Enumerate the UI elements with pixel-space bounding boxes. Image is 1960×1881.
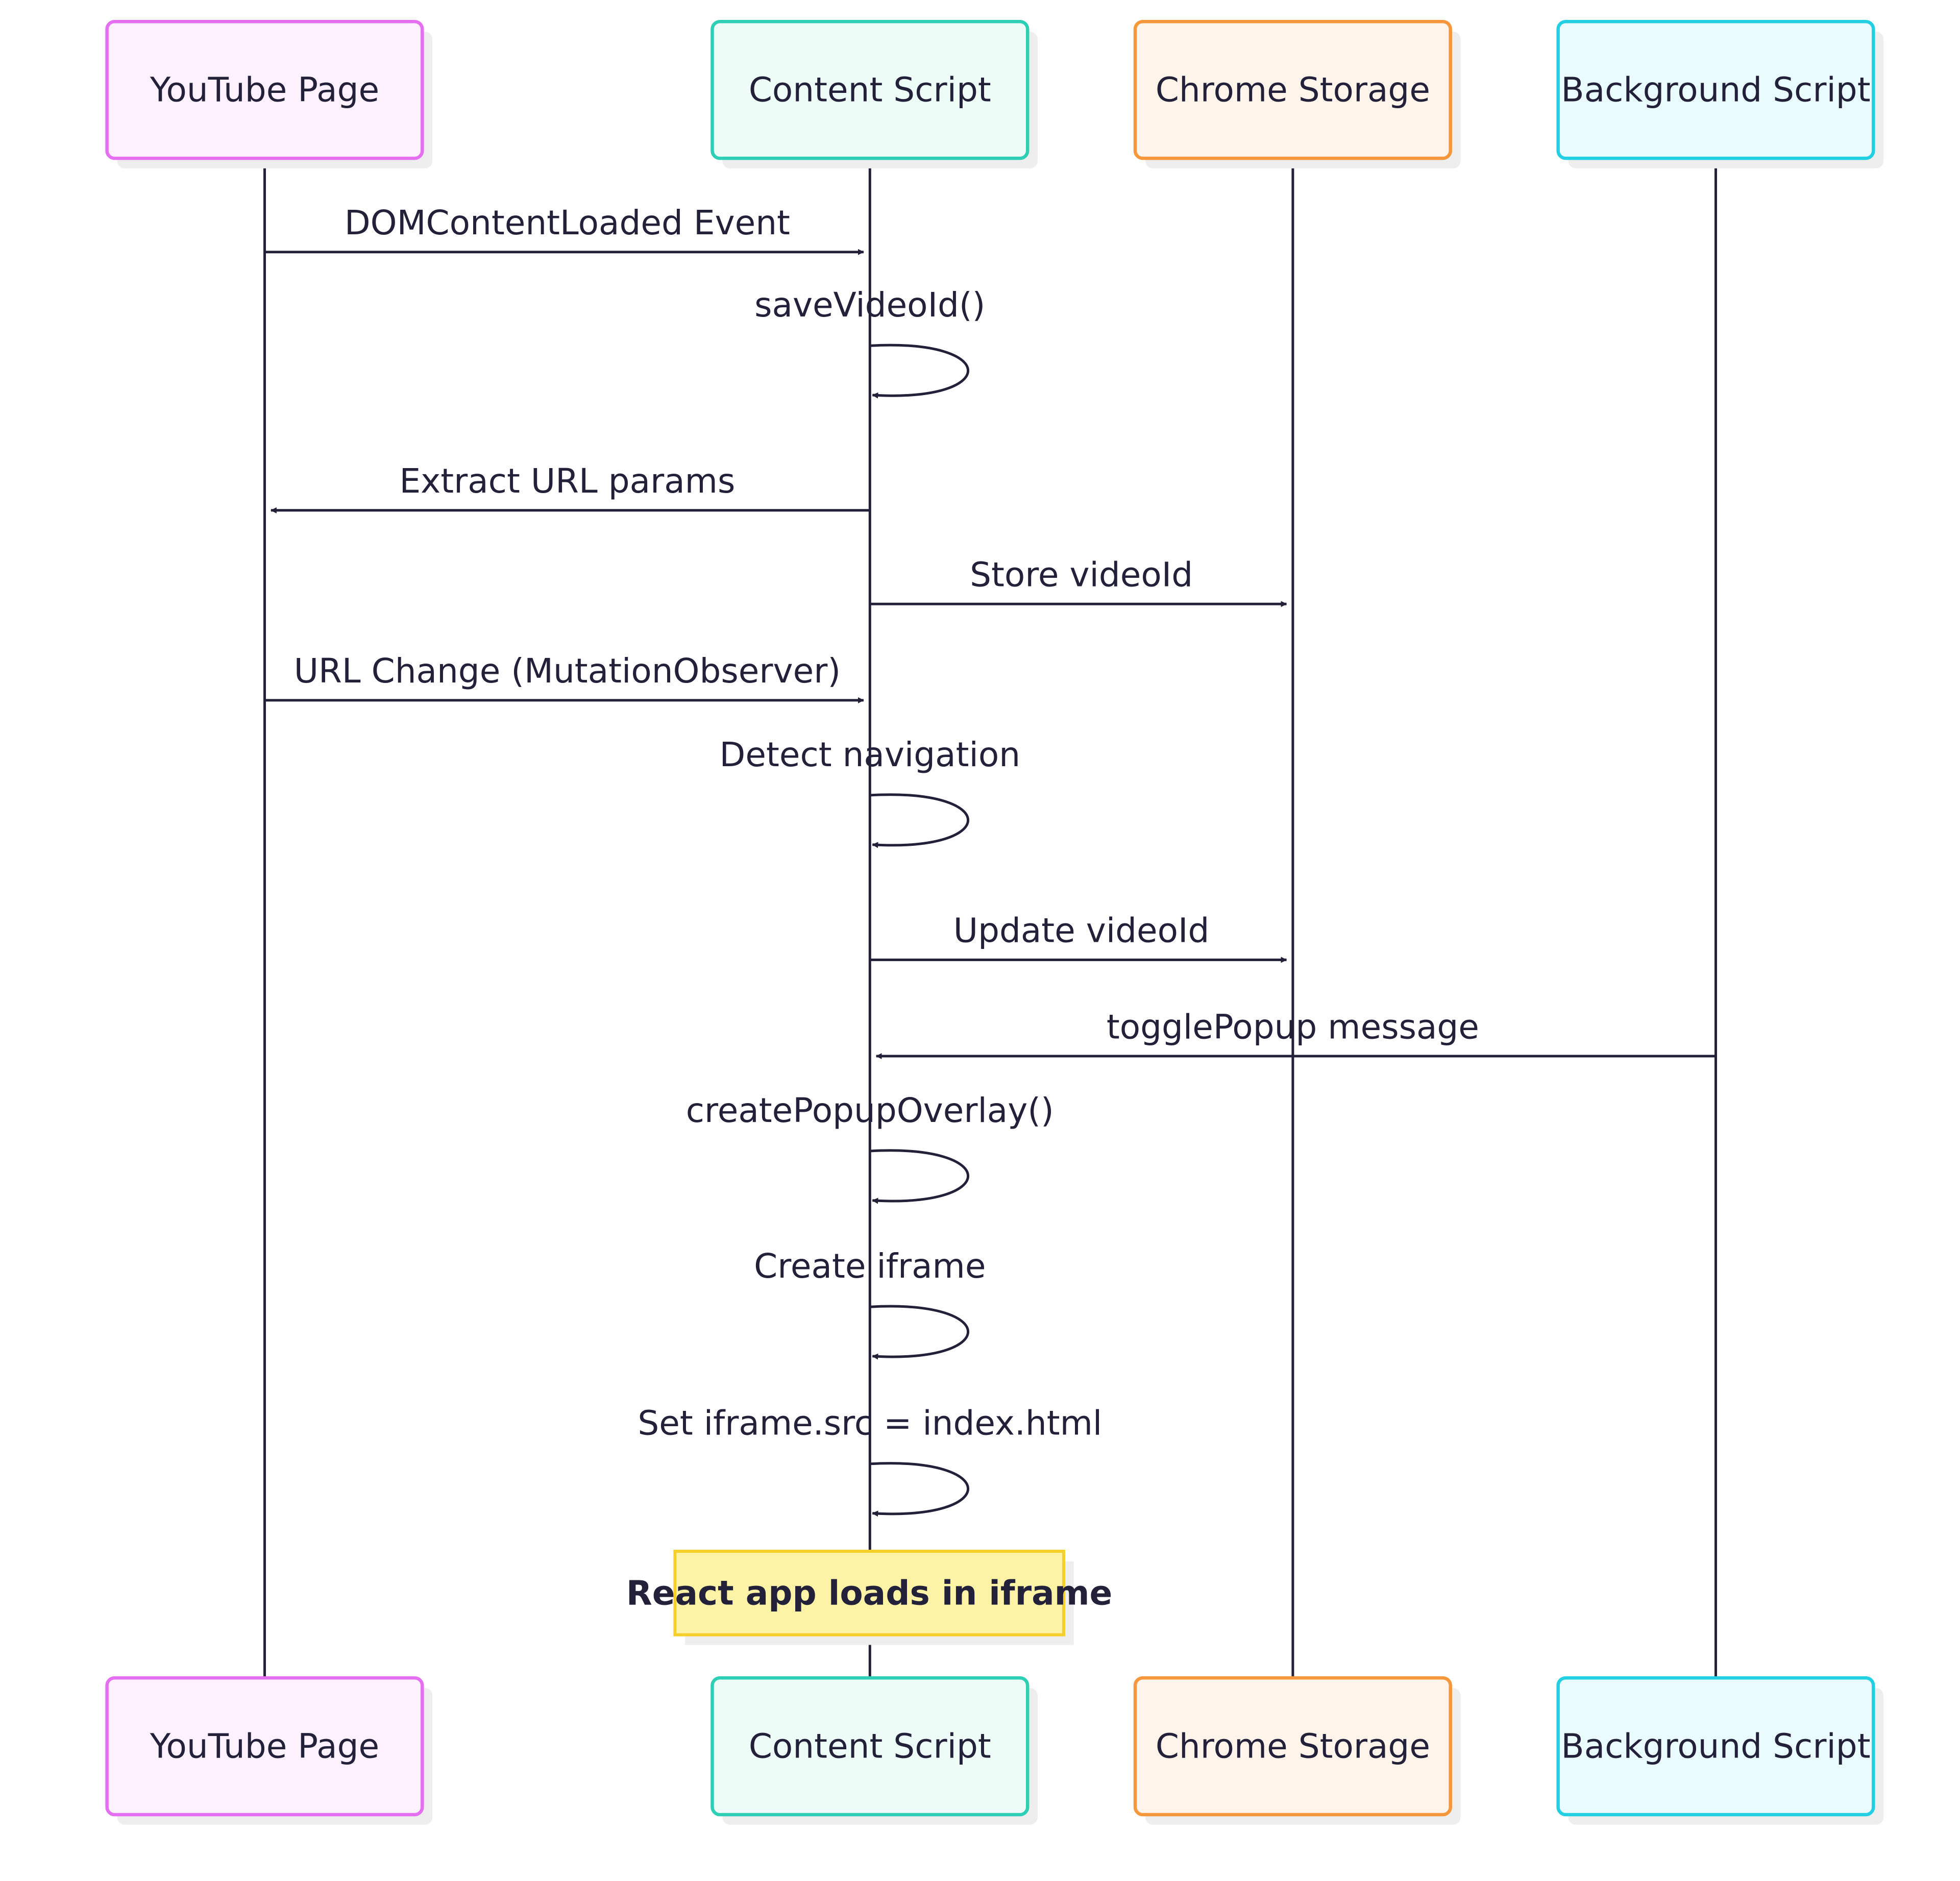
message-1: DOMContentLoaded Event — [264, 203, 864, 255]
participant-label: YouTube Page — [150, 70, 379, 110]
self-message-arrow — [870, 793, 970, 848]
message-8: togglePopup message — [875, 1007, 1716, 1059]
self-message-arrow — [870, 1462, 970, 1517]
message-label: Update videoId — [953, 911, 1210, 950]
message-label: Detect navigation — [720, 735, 1021, 774]
participant-cs-bottom: Content Script — [710, 1676, 1038, 1825]
participant-label: Background Script — [1561, 70, 1870, 110]
participant-yt-bottom: YouTube Page — [105, 1676, 433, 1825]
message-10: Create iframe — [754, 1247, 986, 1360]
message-label: saveVideoId() — [754, 285, 985, 325]
message-9: createPopupOverlay() — [686, 1091, 1054, 1204]
message-label: Extract URL params — [399, 461, 735, 501]
message-2: saveVideoId() — [754, 285, 985, 399]
message-label: DOMContentLoaded Event — [345, 203, 790, 242]
participant-box — [710, 19, 1030, 160]
message-3: Extract URL params — [270, 461, 870, 514]
message-label: Create iframe — [754, 1247, 986, 1286]
participant-box — [710, 1676, 1030, 1817]
participant-bg-top: Background Script — [1556, 19, 1884, 168]
message-6: Detect navigation — [720, 735, 1021, 848]
participant-yt-top: YouTube Page — [105, 19, 433, 168]
message-label: Store videoId — [970, 555, 1193, 595]
message-label: createPopupOverlay() — [686, 1091, 1054, 1130]
message-7: Update videoId — [870, 911, 1287, 963]
notes: React app loads in iframe — [626, 1550, 1112, 1645]
participant-label: YouTube Page — [150, 1727, 379, 1766]
participant-box — [1556, 19, 1875, 160]
participant-label: Chrome Storage — [1156, 1727, 1430, 1766]
participant-label: Background Script — [1561, 1727, 1870, 1766]
participant-label: Content Script — [749, 70, 991, 110]
participant-bg-bottom: Background Script — [1556, 1676, 1884, 1825]
lifelines — [263, 158, 1717, 1678]
note-react-app: React app loads in iframe — [626, 1550, 1112, 1645]
participant-box — [105, 1676, 424, 1817]
message-label: Set iframe.src = index.html — [638, 1404, 1102, 1443]
message-label: togglePopup message — [1107, 1007, 1479, 1046]
message-5: URL Change (MutationObserver) — [264, 651, 864, 703]
participant-box — [1133, 1676, 1452, 1817]
note-box — [673, 1550, 1065, 1636]
messages: DOMContentLoaded Event saveVideoId() Extra… — [264, 203, 1716, 1517]
participant-box — [1133, 19, 1452, 160]
note-label: React app loads in iframe — [626, 1573, 1112, 1613]
participant-label: Chrome Storage — [1156, 70, 1430, 110]
participant-st-top: Chrome Storage — [1133, 19, 1461, 168]
self-message-arrow — [870, 344, 970, 399]
participant-st-bottom: Chrome Storage — [1133, 1676, 1461, 1825]
participant-box — [105, 19, 424, 160]
participant-cs-top: Content Script — [710, 19, 1038, 168]
message-11: Set iframe.src = index.html — [638, 1404, 1102, 1517]
participant-label: Content Script — [749, 1727, 991, 1766]
self-message-arrow — [870, 1305, 970, 1360]
message-label: URL Change (MutationObserver) — [294, 651, 841, 691]
participant-box — [1556, 1676, 1875, 1817]
self-message-arrow — [870, 1149, 970, 1204]
message-4: Store videoId — [870, 555, 1287, 607]
